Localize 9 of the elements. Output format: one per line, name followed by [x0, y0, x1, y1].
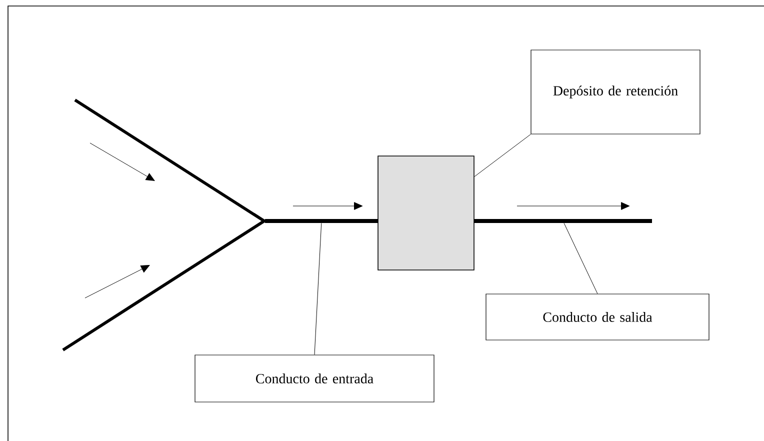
callout-box: Conducto de salida: [486, 294, 710, 340]
callout-box: Conducto de entrada: [194, 354, 434, 402]
inlet-pipe: [265, 219, 378, 223]
outlet-pipe: [474, 219, 652, 223]
leader-line: [564, 222, 598, 294]
deposit-box: [378, 156, 474, 270]
leader-line: [474, 134, 531, 177]
leader-line: [314, 222, 322, 355]
callout-box: Depósito de retención: [530, 50, 700, 134]
